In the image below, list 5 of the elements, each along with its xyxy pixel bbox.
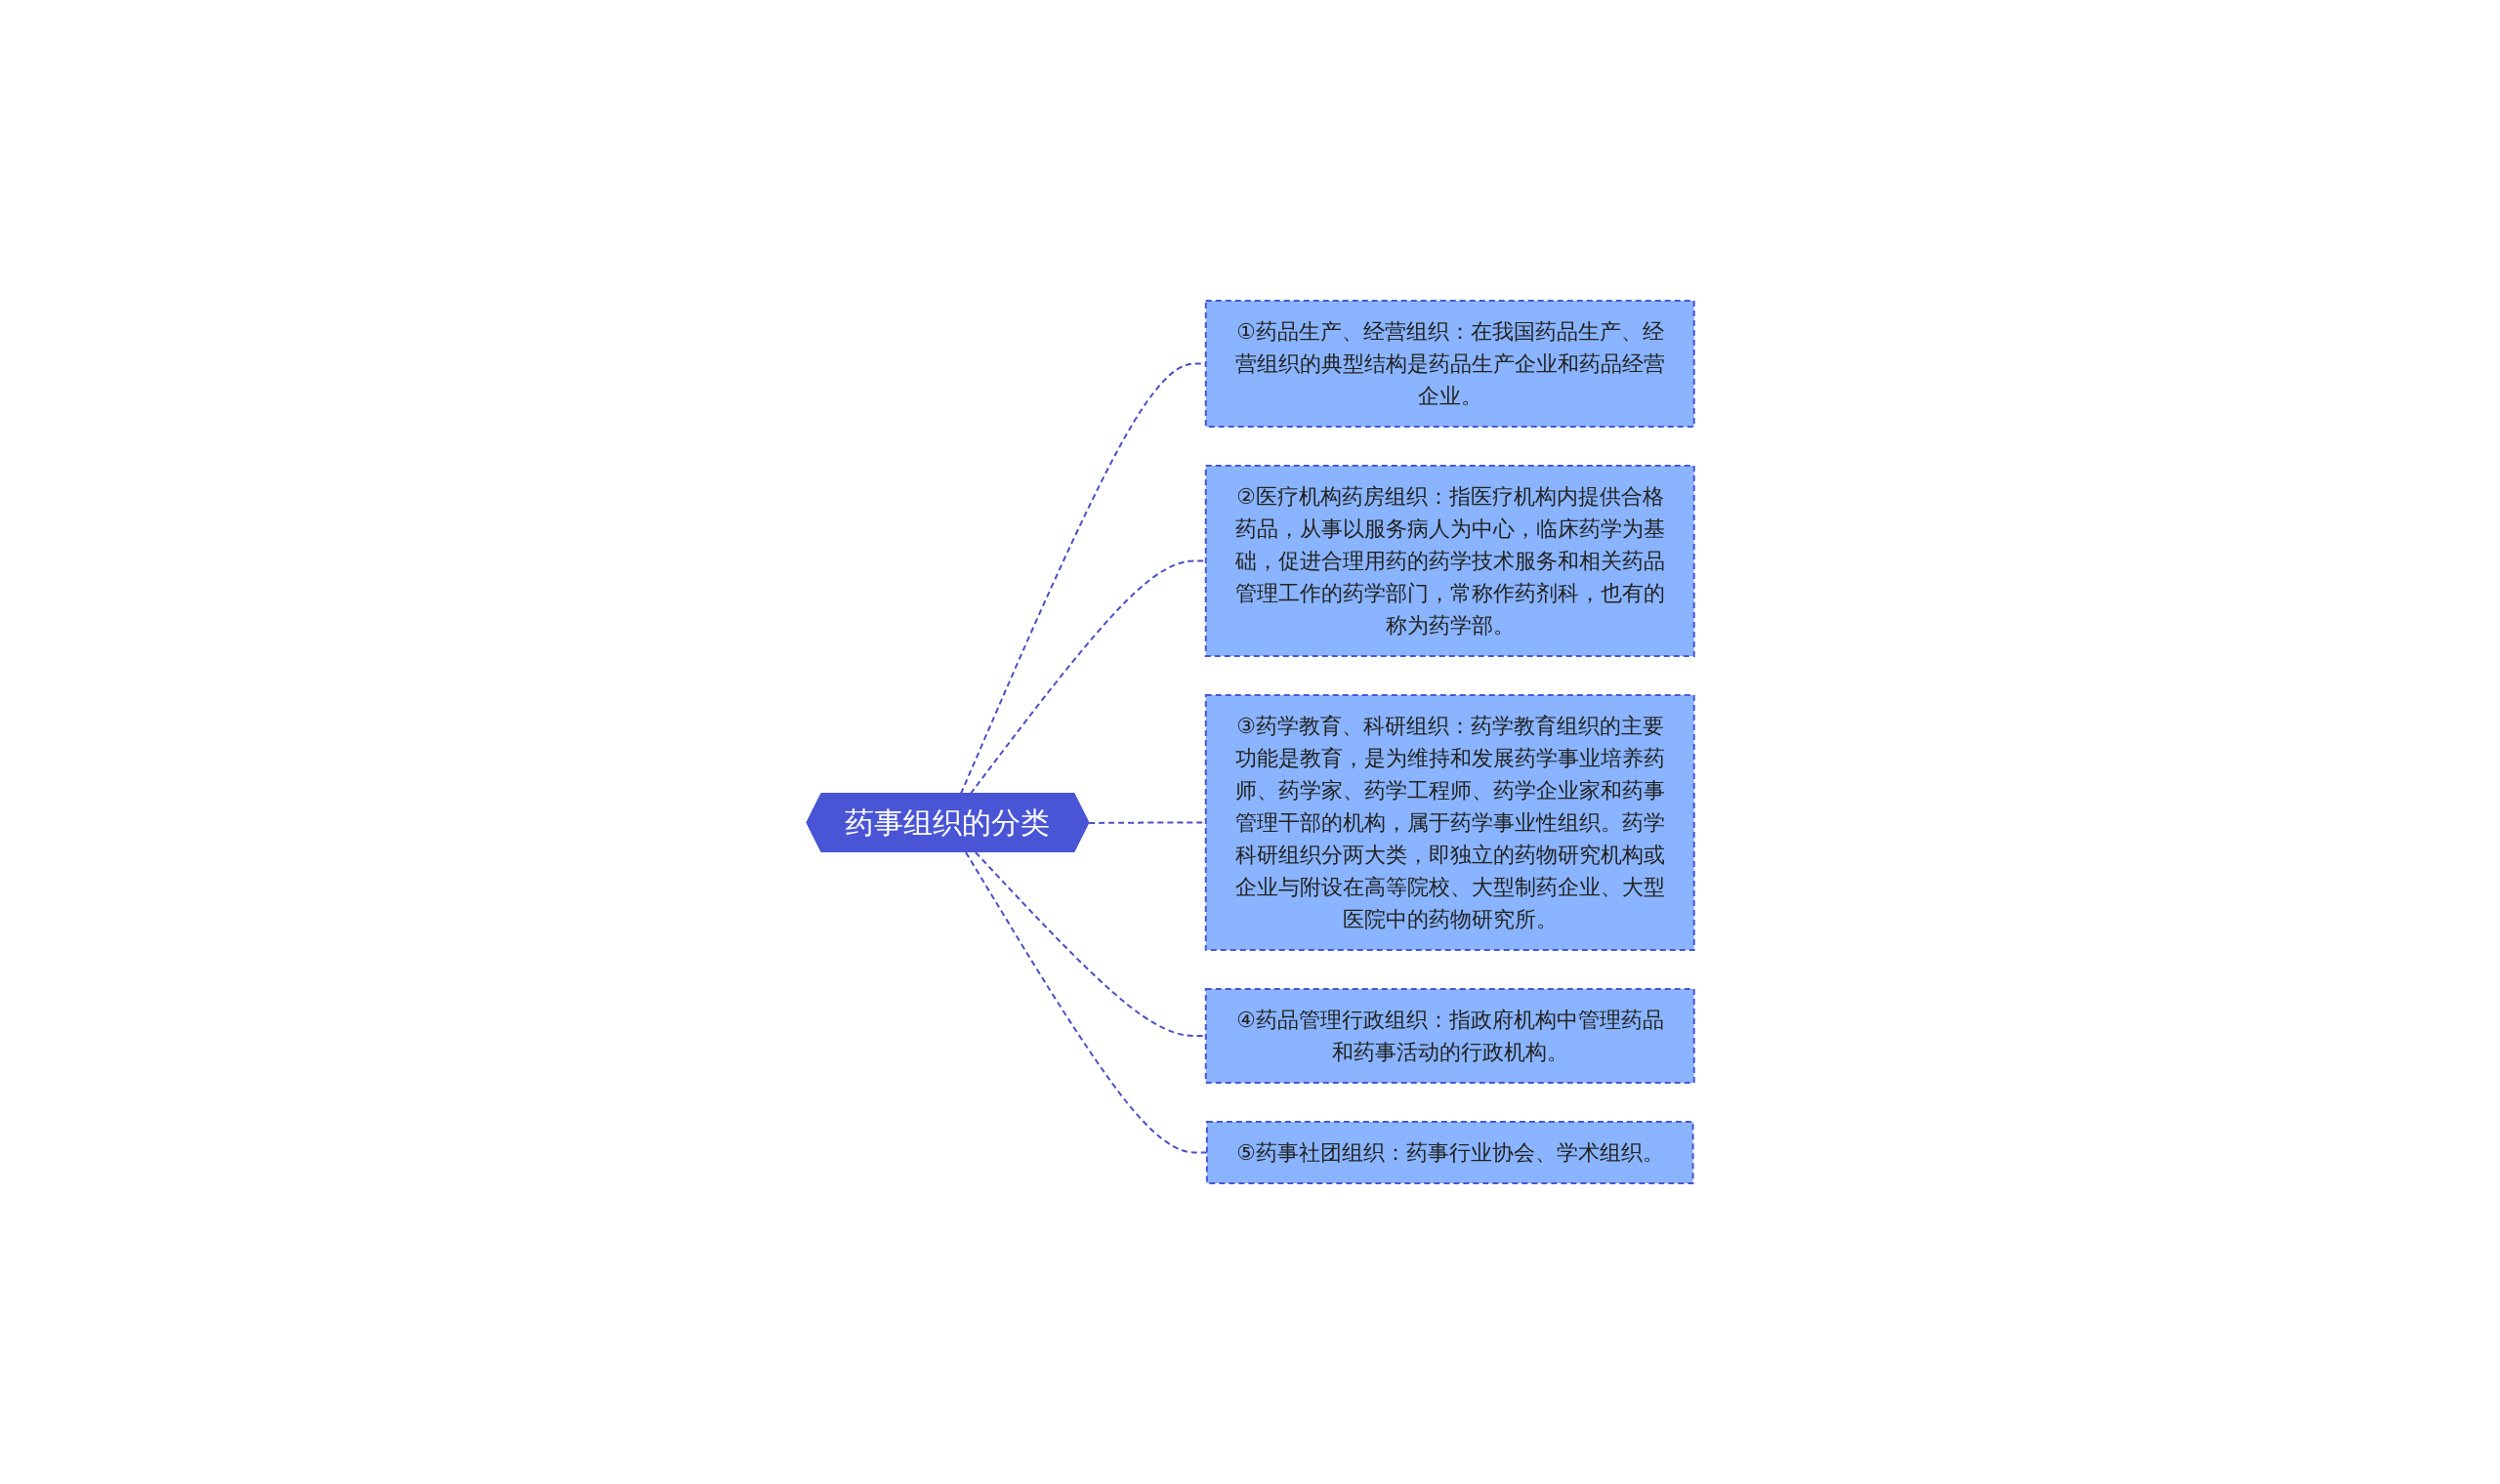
- node-box: ③药学教育、科研组织：药学教育组织的主要功能是教育，是为维持和发展药学事业培养药师、药学家、药学工程师、药学企业家和药事管理干部的机构，属于药学事业性组织。药学科研组织分两大类，即独立的药物研究机构或企业与附设在高等院校、大型制药企业、大型医院中的药物研究所。: [1204, 694, 1695, 951]
- node-box: ①药品生产、经营组织：在我国药品生产、经营组织的典型结构是药品生产企业和药品经营企业。: [1204, 300, 1695, 428]
- node-box: ④药品管理行政组织：指政府机构中管理药品和药事活动的行政机构。: [1204, 988, 1695, 1084]
- node-box: ②医疗机构药房组织：指医疗机构内提供合格药品，从事以服务病人为中心，临床药学为基础，促进合理用药的药学技术服务和相关药品管理工作的药学部门，常称作药剂科，也有的称为药学部。: [1204, 465, 1695, 657]
- node-box: ⑤药事社团组织：药事行业协会、学术组织。: [1205, 1121, 1694, 1184]
